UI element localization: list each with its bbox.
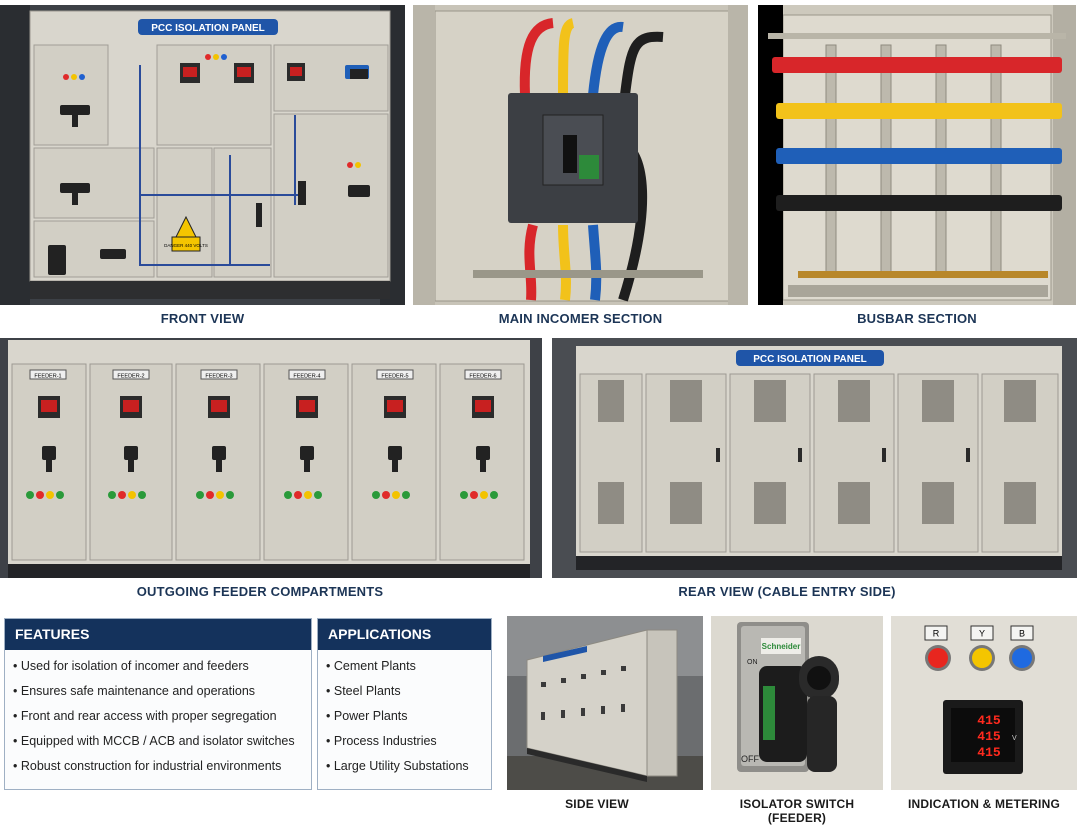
- feature-item: Ensures safe maintenance and operations: [13, 683, 311, 708]
- metering-photo: R Y B 415 415 415 V: [891, 616, 1077, 790]
- application-item: Steel Plants: [326, 683, 491, 708]
- application-item: Power Plants: [326, 708, 491, 733]
- feeder-tag-2: FEEDER-2: [117, 374, 144, 380]
- features-box: FEATURES Used for isolation of incomer a…: [4, 618, 312, 790]
- feature-item: Front and rear access with proper segreg…: [13, 708, 311, 733]
- application-item: Large Utility Substations: [326, 758, 491, 783]
- side-view-caption: SIDE VIEW: [565, 797, 629, 811]
- main-incomer-caption: MAIN INCOMER SECTION: [498, 311, 663, 326]
- side-view-photo: [507, 616, 703, 790]
- feeder-tag-4: FEEDER-4: [293, 374, 320, 380]
- feature-item: Equipped with MCCB / ACB and isolator sw…: [13, 733, 311, 758]
- applications-title: APPLICATIONS: [318, 619, 491, 650]
- isolator-brand: Schneider: [762, 642, 801, 651]
- isolator-switch-caption: ISOLATOR SWITCH (FEEDER): [739, 797, 855, 825]
- lamp-label-r: R: [933, 629, 940, 639]
- feeder-tag-1: FEEDER-1: [34, 374, 61, 380]
- front-panel-label: PCC ISOLATION PANEL: [151, 23, 265, 34]
- feeder-compartments-photo: FEEDER-1 FEEDER-2 FEEDER-3 FEEDER-4 FEED…: [0, 338, 542, 578]
- application-item: Process Industries: [326, 733, 491, 758]
- isolator-off-label: OFF: [741, 754, 759, 764]
- busbar-caption: BUSBAR SECTION: [857, 311, 977, 326]
- application-item: Cement Plants: [326, 658, 491, 683]
- lamp-label-y: Y: [979, 629, 985, 639]
- metering-caption: INDICATION & METERING: [908, 797, 1060, 811]
- meter-reading-2: 415: [977, 729, 1001, 744]
- isolator-on-label: ON: [747, 659, 758, 666]
- isolator-switch-photo: Schneider ON OFF: [711, 616, 883, 790]
- feeder-tag-6: FEEDER-6: [469, 374, 496, 380]
- main-incomer-photo: [413, 5, 748, 305]
- rear-view-caption: REAR VIEW (CABLE ENTRY SIDE): [678, 584, 896, 599]
- applications-box: APPLICATIONS Cement Plants Steel Plants …: [317, 618, 492, 790]
- front-view-caption: FRONT VIEW: [160, 311, 245, 326]
- meter-reading-1: 415: [977, 713, 1001, 728]
- lamp-label-b: B: [1019, 629, 1025, 639]
- meter-unit: V: [1012, 735, 1017, 742]
- busbar-photo: [758, 5, 1076, 305]
- rear-panel-label: PCC ISOLATION PANEL: [753, 354, 867, 365]
- feeder-tag-5: FEEDER-5: [381, 374, 408, 380]
- features-title: FEATURES: [5, 619, 311, 650]
- feeder-tag-3: FEEDER-3: [205, 374, 232, 380]
- warning-label: DANGER 440 VOLTS: [164, 243, 208, 248]
- feature-item: Used for isolation of incomer and feeder…: [13, 658, 311, 683]
- meter-reading-3: 415: [977, 745, 1001, 760]
- feeder-compartments-caption: OUTGOING FEEDER COMPARTMENTS: [136, 584, 384, 599]
- applications-list: Cement Plants Steel Plants Power Plants …: [318, 650, 491, 783]
- front-view-photo: DANGER 440 VOLTS PCC ISOLATION PANEL: [0, 5, 405, 305]
- feature-item: Robust construction for industrial envir…: [13, 758, 311, 783]
- rear-view-photo: PCC ISOLATION PANEL: [552, 338, 1077, 578]
- features-list: Used for isolation of incomer and feeder…: [5, 650, 311, 783]
